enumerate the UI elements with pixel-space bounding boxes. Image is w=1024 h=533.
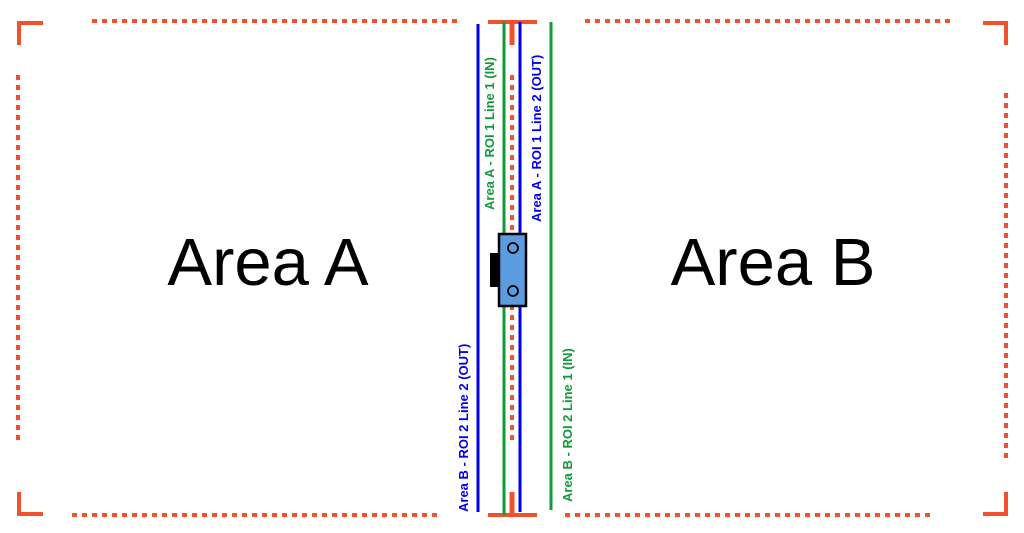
corner-bottom-left bbox=[17, 492, 43, 516]
label-area-b-roi2-line1-in: Area B - ROI 2 Line 1 (IN) bbox=[560, 348, 575, 502]
device-body bbox=[497, 232, 528, 308]
door-sensor-device bbox=[490, 232, 528, 308]
label-area-a-roi1-line2-out: Area A - ROI 1 Line 2 (OUT) bbox=[529, 55, 544, 222]
area-a-label: Area A bbox=[167, 225, 368, 300]
device-screw-top-icon bbox=[507, 242, 519, 254]
area-a-boundary bbox=[16, 19, 462, 517]
corner-top-left bbox=[17, 21, 43, 45]
corner-top-right bbox=[983, 21, 1008, 45]
area-b-label: Area B bbox=[671, 225, 876, 300]
device-screw-bottom-icon bbox=[507, 285, 519, 297]
device-mount-tab bbox=[490, 253, 499, 287]
area-b-boundary bbox=[565, 19, 1008, 517]
corner-bottom-right bbox=[983, 492, 1008, 516]
label-area-a-roi1-line1-in: Area A - ROI 1 Line 1 (IN) bbox=[482, 57, 497, 210]
label-area-b-roi2-line2-out: Area B - ROI 2 Line 2 (OUT) bbox=[456, 344, 471, 512]
